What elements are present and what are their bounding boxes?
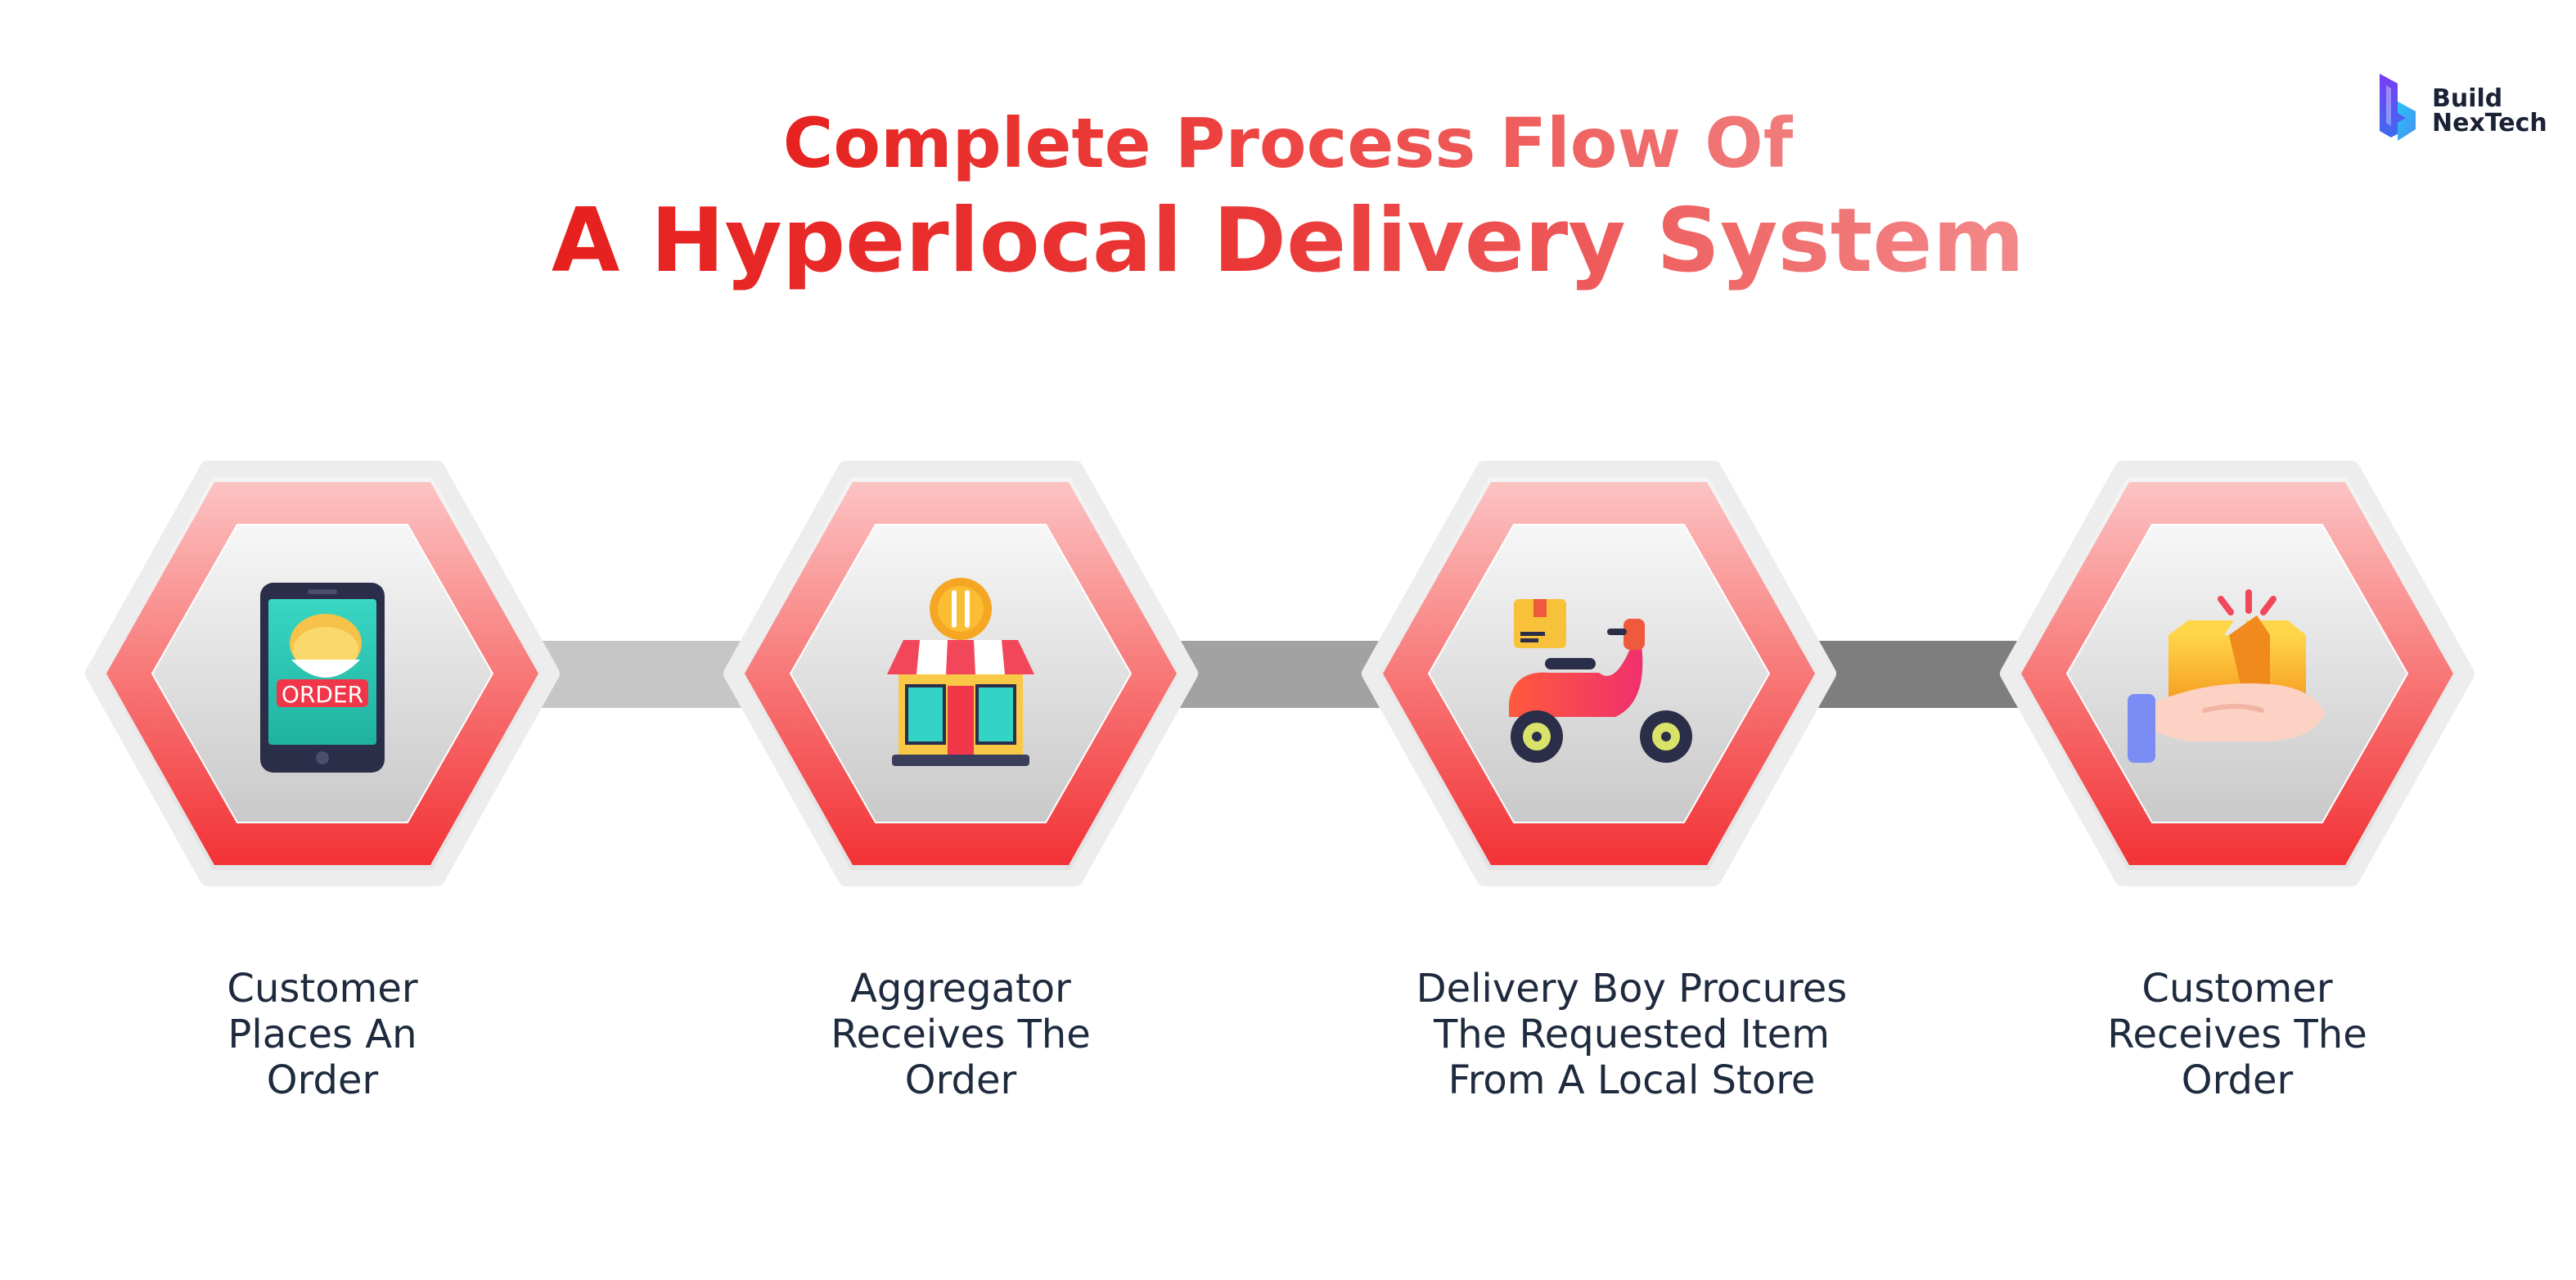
logo-line-2: NexTech (2432, 109, 2547, 137)
step-1-label: Customer Places An Order (227, 966, 418, 1103)
title-block: Complete Process Flow Of A Hyperlocal De… (0, 98, 2576, 295)
phone-order-icon: ORDER (260, 583, 385, 773)
title-line-1: Complete Process Flow Of (783, 98, 1794, 188)
scooter-icon (1509, 599, 1692, 763)
step-3-label: Delivery Boy Procures The Requested Item… (1416, 966, 1848, 1103)
logo-line-1: Build (2432, 84, 2503, 113)
b-logo-icon (2380, 74, 2416, 141)
step-2-label: Aggregator Receives The Order (831, 966, 1091, 1103)
hand-box-icon (2128, 589, 2326, 763)
store-icon (887, 578, 1034, 766)
brand-logo: Build NexTech (2373, 69, 2553, 151)
step-4-label: Customer Receives The Order (2107, 966, 2367, 1103)
logo-wordmark: Build NexTech (2432, 87, 2547, 136)
order-text: ORDER (281, 681, 363, 708)
title-line-2: A Hyperlocal Delivery System (552, 188, 2024, 295)
